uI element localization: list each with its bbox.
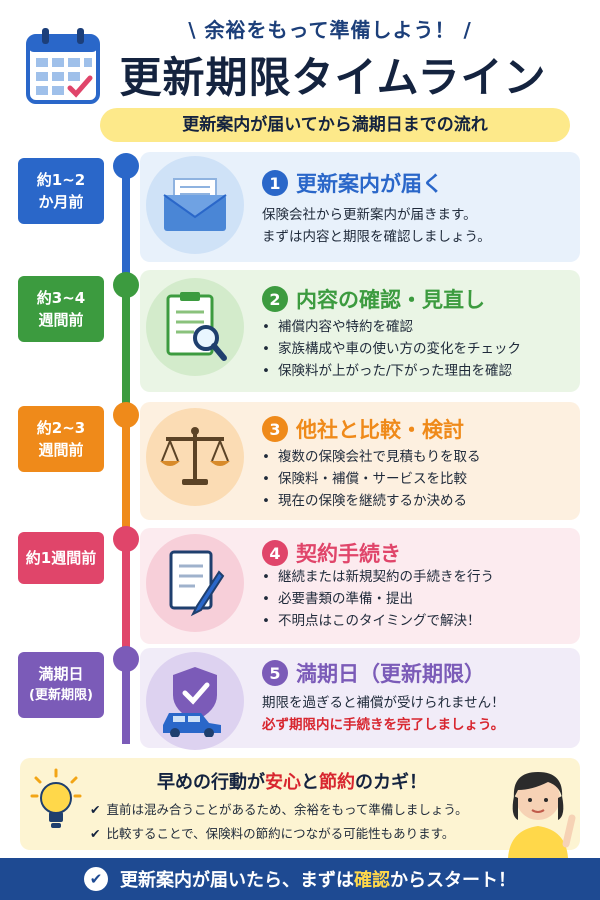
timeline-segment-5 [122,658,130,744]
list-item: 家族構成や車の使い方の変化をチェック [262,338,572,360]
list-item: 必要書類の準備・提出 [262,588,572,610]
scale-icon [146,408,244,506]
check-icon: ✔ [90,826,101,841]
page-subtitle: 更新案内が届いてから満期日までの流れ [100,108,570,142]
list-item: ✔比較することで、保険料の節約につながる可能性もあります。 [90,826,455,841]
calendar-icon [26,28,100,104]
step-bullets-4: 継続または新規契約の手続きを行う 必要書類の準備・提出 不明点はこのタイミングで… [262,566,572,632]
tip-box [20,758,580,850]
list-item: 不明点はこのタイミングで解決！ [262,610,572,632]
deadline-warning: 必ず期限内に手続きを完了しましょう。 [262,717,505,733]
timeline-segment-1 [122,166,130,284]
period-badge-4: 約1週間前 [18,532,104,584]
list-item: ✔直前は混み合うことがあるため、余裕をもって準備しましょう。 [90,802,468,817]
list-item: 保険料・補償・サービスを比較 [262,468,572,490]
check-icon: ✔ [90,802,101,817]
lightbulb-icon [30,768,82,828]
list-item: 継続または新規契約の手続きを行う [262,566,572,588]
envelope-icon [146,156,244,254]
list-item: 補償内容や特約を確認 [262,316,572,338]
timeline-segment-4 [122,538,130,658]
footer-banner: ✔ 更新案内が届いたら、まずは確認からスタート！ [0,858,600,900]
timeline-dot-1 [113,153,139,179]
step-bullets-2: 補償内容や特約を確認 家族構成や車の使い方の変化をチェック 保険料が上がった/下… [262,316,572,382]
step-text-1: 保険会社から更新案内が届きます。 まずは内容と期限を確認しましょう。 [262,207,491,245]
clipboard-magnifier-icon [146,278,244,376]
step-text-5: 期限を過ぎると補償が受けられません！ 必ず期限内に手続きを完了しましょう。 [262,692,572,736]
timeline-dot-5 [113,646,139,672]
document-pen-icon [146,534,244,632]
check-circle-icon: ✔ [84,867,108,891]
tip-title: 早めの行動が安心と節約のカギ！ [157,772,427,793]
page-title: 更新期限タイムライン [119,53,547,102]
period-badge-5: 満期日(更新期限) [18,652,104,718]
list-item: 複数の保険会社で見積もりを取る [262,446,572,468]
header-pre-title: \余裕をもって準備しよう！/ [188,18,472,42]
list-item: 現在の保険を継続するか決める [262,490,572,512]
list-item: 保険料が上がった/下がった理由を確認 [262,360,572,382]
timeline-dot-3 [113,402,139,428]
timeline-segment-2 [122,284,130,414]
timeline-segment-3 [122,414,130,538]
shield-car-icon [146,652,244,750]
timeline-dot-2 [113,272,139,298]
tip-list: ✔直前は混み合うことがあるため、余裕をもって準備しましょう。 ✔比較することで、… [90,798,490,846]
step-bullets-3: 複数の保険会社で見積もりを取る 保険料・補償・サービスを比較 現在の保険を継続す… [262,446,572,512]
timeline-dot-4 [113,526,139,552]
advisor-illustration [508,772,576,858]
